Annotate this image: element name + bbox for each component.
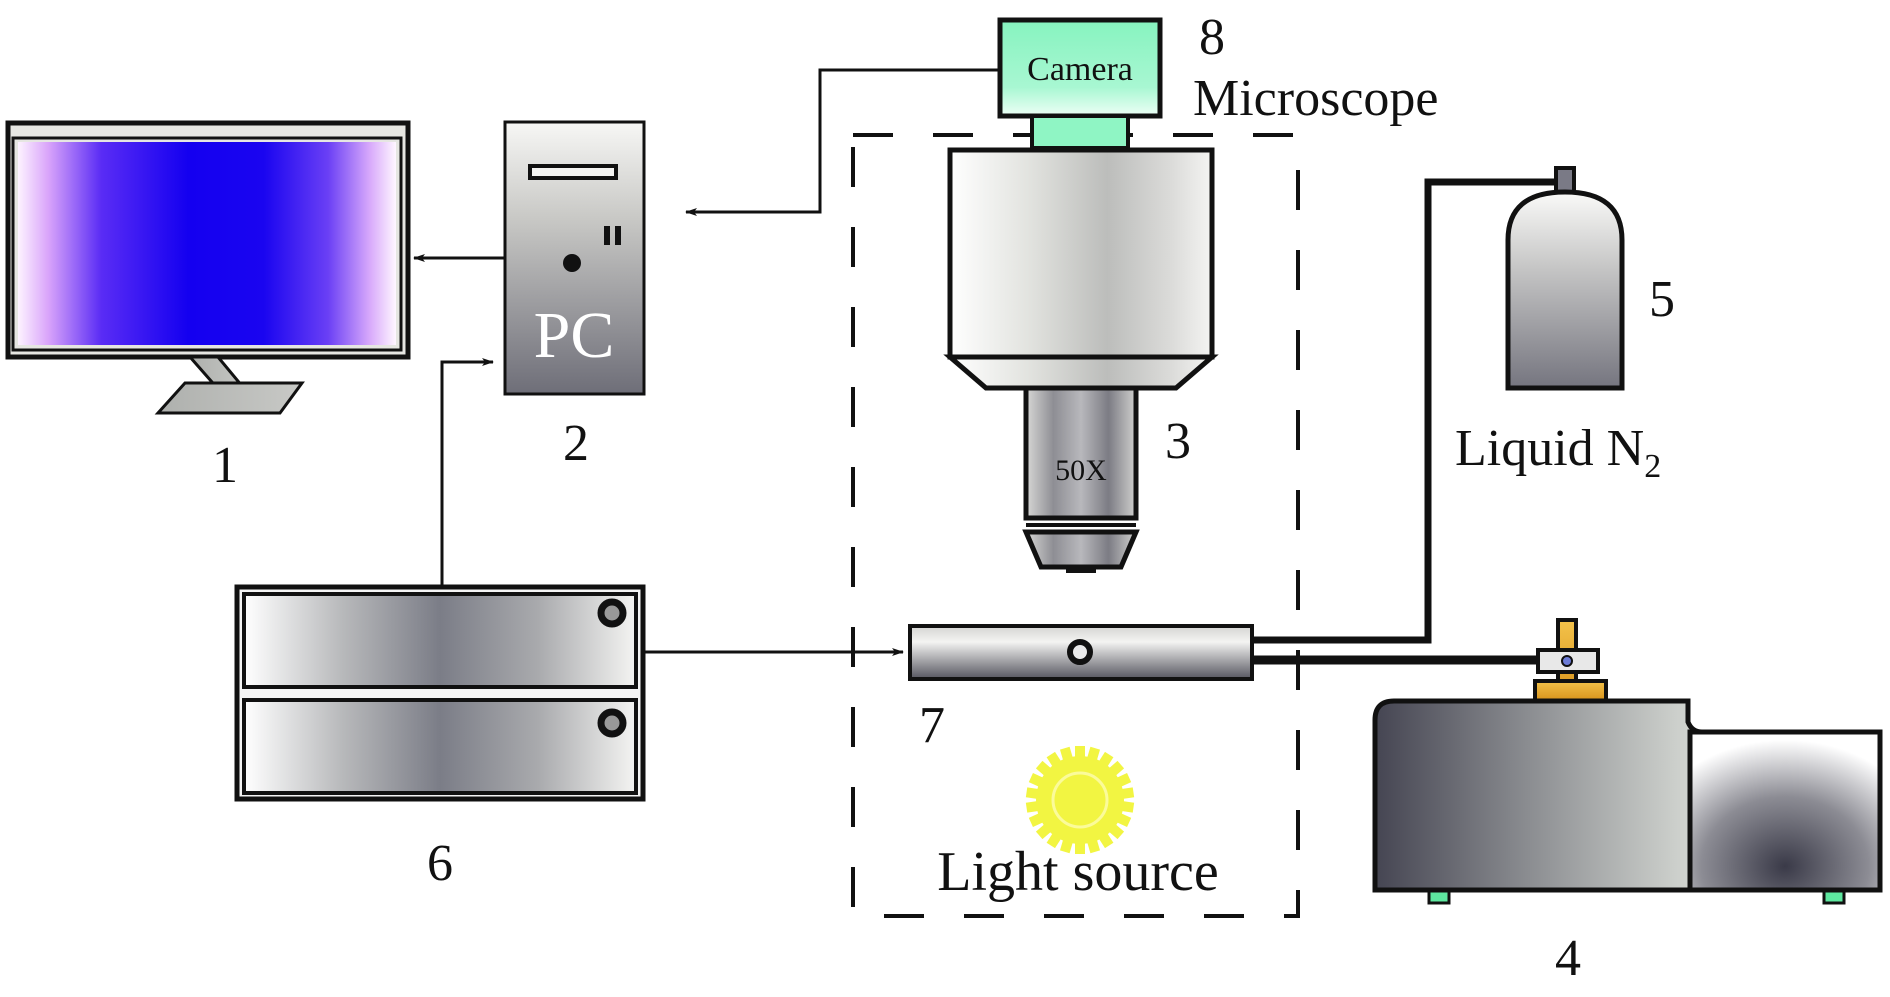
camera-to-pc-arrow bbox=[685, 68, 998, 216]
label-number-6: 6 bbox=[427, 835, 453, 892]
stage-window bbox=[1067, 639, 1093, 665]
objective-magnification-label: 50X bbox=[1055, 454, 1107, 487]
camera-label: Camera bbox=[1027, 51, 1133, 88]
spectrometer-foot bbox=[1822, 889, 1846, 905]
microscope-body bbox=[943, 147, 1219, 391]
label-number-7: 7 bbox=[919, 697, 945, 754]
sun-disc bbox=[1036, 756, 1124, 844]
pc-drive-slot bbox=[528, 164, 618, 180]
camera-adapter bbox=[1030, 114, 1130, 150]
liquid-n2-label: Liquid N2 bbox=[1455, 420, 1661, 485]
label-number-1: 1 bbox=[212, 437, 238, 494]
monitor bbox=[5, 120, 411, 415]
ln2-transfer-line bbox=[1252, 178, 1558, 644]
label-number-2: 2 bbox=[563, 415, 589, 472]
controller bbox=[234, 584, 646, 802]
pc-label: PC bbox=[534, 299, 615, 372]
spectrometer bbox=[1372, 618, 1883, 905]
microscope-label: Microscope bbox=[1193, 70, 1438, 127]
controller-knob bbox=[597, 598, 627, 628]
label-number-3: 3 bbox=[1165, 413, 1191, 470]
spectrometer-foot bbox=[1427, 889, 1451, 905]
controller-unit-lower bbox=[242, 698, 638, 795]
pc-tower: PC bbox=[503, 120, 646, 396]
controller-unit-upper bbox=[242, 592, 638, 689]
label-number-4: 4 bbox=[1555, 930, 1581, 987]
monitor-stand-base bbox=[154, 381, 305, 415]
cryo-stage bbox=[908, 624, 1254, 681]
camera: Camera bbox=[997, 17, 1163, 150]
sun-inner-ring bbox=[1051, 771, 1109, 829]
pc-power-button bbox=[563, 254, 581, 272]
label-number-5: 5 bbox=[1649, 271, 1675, 328]
dewar-valve bbox=[1554, 166, 1576, 195]
light-source-sun-icon bbox=[1025, 746, 1135, 854]
microscope-enclosure-dashed bbox=[851, 133, 1300, 918]
controller-to-pc-arrow bbox=[440, 358, 494, 585]
label-number-8: 8 bbox=[1199, 9, 1225, 66]
microscope-objective: 50X bbox=[1022, 385, 1140, 573]
light-source-label: Light source bbox=[937, 841, 1218, 903]
ln2-dewar bbox=[1505, 166, 1625, 391]
monitor-screen bbox=[18, 142, 396, 345]
fiber-mount bbox=[1533, 679, 1608, 703]
controller-knob bbox=[597, 708, 627, 738]
spectrometer-detector bbox=[1687, 729, 1883, 893]
